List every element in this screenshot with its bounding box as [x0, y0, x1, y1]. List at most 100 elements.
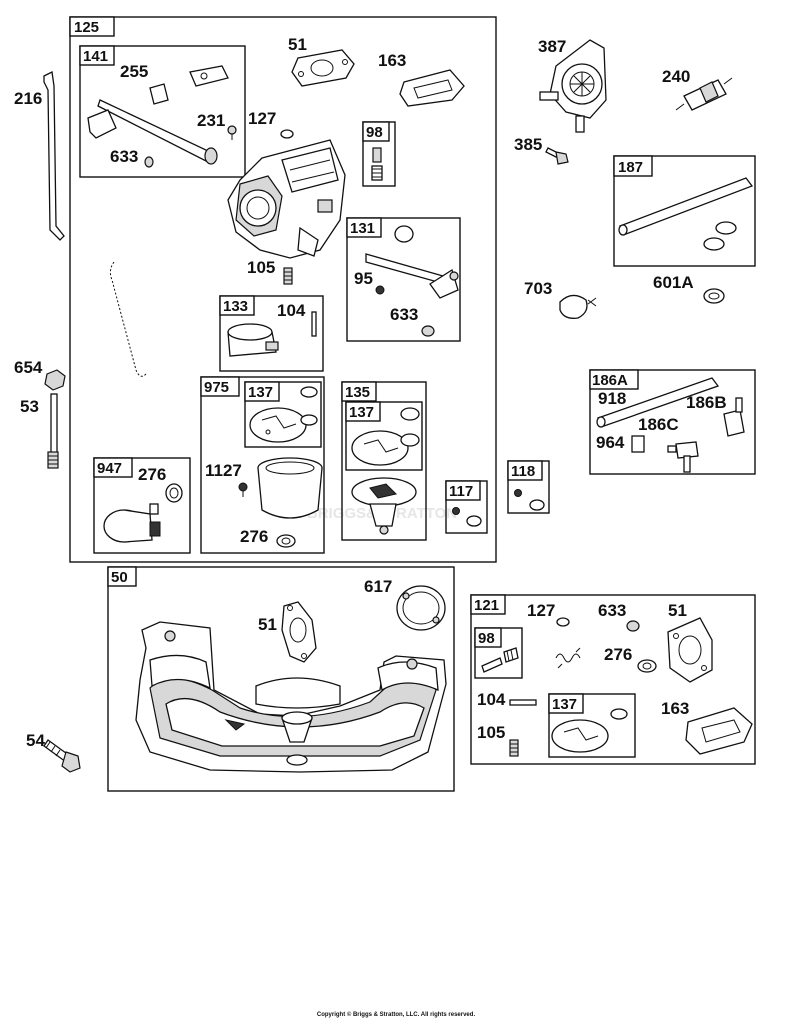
label-240: 240: [662, 67, 690, 86]
nut-654-icon: [44, 369, 66, 391]
group-117-label: 117: [449, 483, 473, 500]
solenoid-947-icon: [103, 503, 161, 543]
label-633c: 633: [598, 601, 626, 620]
label-633a: 633: [110, 147, 138, 166]
group-137c-box: [548, 693, 636, 758]
group-121-label: 121: [474, 597, 499, 614]
label-276c: 276: [604, 645, 632, 664]
stud-53-icon: [47, 393, 59, 469]
label-385: 385: [514, 135, 542, 154]
clamp-601A-icon: [703, 288, 725, 304]
group-131-box: [346, 217, 461, 342]
label-51a: 51: [288, 35, 307, 54]
carburetor-body-icon: [227, 139, 346, 259]
fuel-pump-387-icon: [539, 39, 607, 133]
group-141-box: [79, 45, 246, 178]
kit-118-icon: [514, 489, 545, 511]
label-51c: 51: [668, 601, 687, 620]
group-187-box: [613, 155, 756, 267]
label-276b: 276: [240, 527, 268, 546]
group-50-label: 50: [111, 569, 128, 586]
group-133-box: [219, 295, 324, 372]
screw-231-icon: [227, 125, 237, 140]
label-387: 387: [538, 37, 566, 56]
label-276a: 276: [138, 465, 166, 484]
label-163b: 163: [661, 699, 689, 718]
gasket-163a-icon: [399, 69, 465, 107]
bolt-54-icon: [43, 739, 81, 773]
fuel-filter-240-icon: [675, 77, 733, 111]
label-231: 231: [197, 111, 225, 130]
idle-screw-98a-icon: [371, 147, 383, 181]
seal-617-icon: [396, 585, 446, 631]
gasket-163b-icon: [685, 707, 753, 755]
bushing-633c-icon: [626, 620, 640, 632]
plug-127b-icon: [556, 617, 570, 627]
label-1127: 1127: [205, 461, 242, 480]
label-51b: 51: [258, 615, 277, 634]
gasket-51a-icon: [291, 49, 355, 87]
spring-121-icon: [555, 647, 581, 669]
label-918: 918: [598, 389, 626, 408]
washer-276a-icon: [165, 483, 183, 503]
label-104a: 104: [277, 301, 306, 320]
group-133-label: 133: [223, 298, 248, 315]
label-105a: 105: [247, 258, 275, 277]
group-187-label: 187: [618, 159, 643, 176]
label-216: 216: [14, 89, 42, 108]
label-255: 255: [120, 62, 148, 81]
screw-105b-icon: [509, 739, 519, 757]
kit-137a-gasket-icon: [249, 386, 318, 443]
group-975-box: [200, 376, 325, 554]
label-163a: 163: [378, 51, 406, 70]
group-98a-label: 98: [366, 124, 383, 141]
group-137b-box: [345, 401, 423, 471]
throttle-shaft-icon: [87, 99, 218, 165]
washer-276c-icon: [637, 659, 657, 673]
group-947-label: 947: [97, 460, 122, 477]
group-137a-box: [244, 381, 322, 448]
clamp-187-icon: [703, 221, 737, 251]
label-53: 53: [20, 397, 39, 416]
label-617: 617: [364, 577, 392, 596]
group-121-box: [470, 594, 756, 765]
gasket-51b-icon: [281, 601, 317, 663]
group-118-label: 118: [511, 463, 535, 480]
group-947-box: [93, 457, 191, 554]
group-135-box: [341, 381, 427, 541]
kit-117-icon: [452, 507, 482, 527]
group-50-box: [107, 566, 455, 792]
gasket-255-icon: [149, 65, 229, 105]
idle-screw-98b-icon: [481, 647, 519, 673]
group-98b-label: 98: [478, 630, 495, 647]
kit-137c-gasket-icon: [551, 708, 628, 753]
plug-127a-icon: [280, 129, 294, 139]
group-186A-label: 186A: [592, 372, 628, 389]
group-137b-label: 137: [349, 404, 374, 421]
label-186C: 186C: [638, 415, 679, 434]
fitting-186C-icon: [667, 441, 699, 473]
float-133-icon: [227, 323, 279, 357]
label-964: 964: [596, 433, 625, 452]
label-601A: 601A: [653, 273, 694, 292]
float-bowl-975-icon: [257, 457, 323, 519]
fuel-line-186A-icon: [596, 377, 720, 428]
group-135-label: 135: [345, 384, 370, 401]
group-125-box: [69, 16, 497, 563]
group-141-label: 141: [83, 48, 108, 65]
washer-276b-icon: [276, 534, 296, 548]
screw-105a-icon: [283, 267, 293, 285]
label-703: 703: [524, 279, 552, 298]
group-137a-label: 137: [248, 384, 273, 401]
label-54: 54: [26, 731, 45, 750]
label-186B: 186B: [686, 393, 727, 412]
screw-385-icon: [545, 147, 569, 165]
float-assembly-135-icon: [351, 477, 417, 535]
bushing-633a-icon: [144, 156, 154, 168]
bushing-633b-icon: [421, 325, 435, 337]
screw-1127-icon: [238, 482, 248, 497]
label-654: 654: [14, 358, 43, 377]
group-137c-label: 137: [552, 696, 577, 713]
choke-shaft-icon: [365, 225, 459, 299]
